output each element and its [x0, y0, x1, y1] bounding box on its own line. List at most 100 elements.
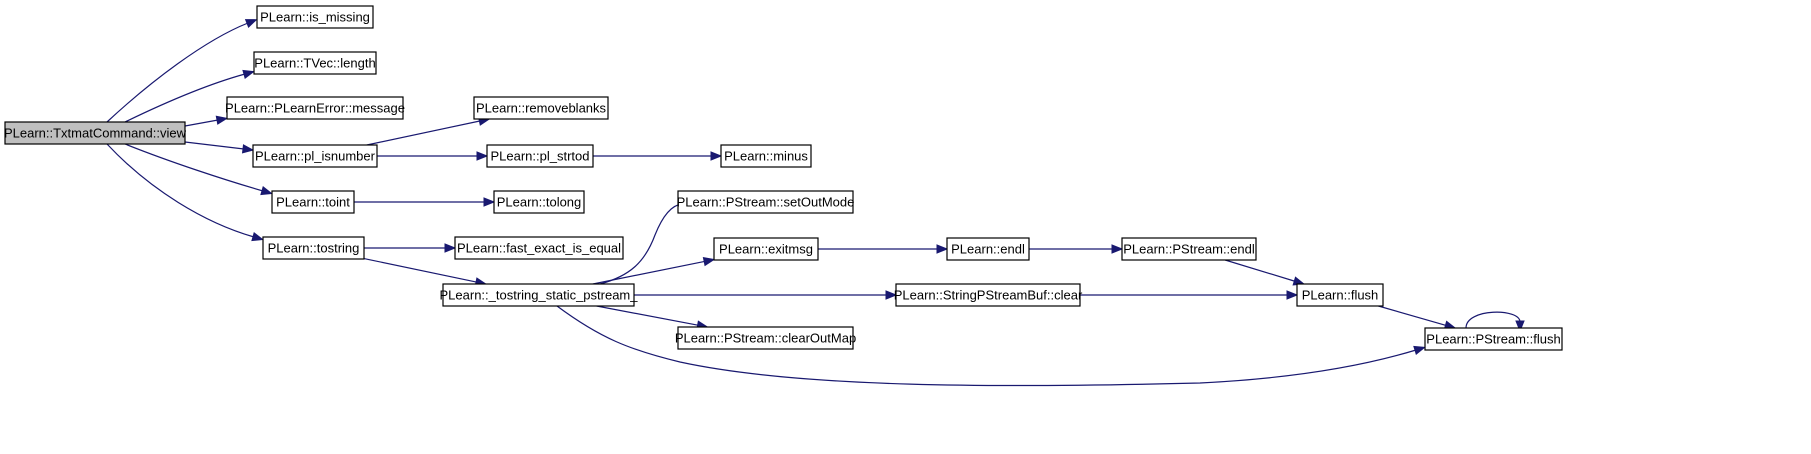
arrowhead-icon	[1111, 244, 1124, 254]
node-message[interactable]: PLearn::PLearnError::message	[225, 96, 405, 120]
node-setoutmode[interactable]: PLearn::PStream::setOutMode	[677, 190, 855, 214]
node-tostring[interactable]: PLearn::tostring	[262, 236, 365, 260]
edge-pstream_flush-to-pstream_flush	[1465, 311, 1525, 333]
node-box	[226, 96, 404, 120]
node-view[interactable]: PLearn::TxtmatCommand::view	[4, 121, 187, 145]
edge-line	[106, 143, 255, 238]
edge-pl_isnumber-to-pl_strtod	[377, 151, 489, 161]
node-label: PLearn::exitmsg	[719, 242, 813, 257]
edge-view-to-toint	[124, 143, 273, 196]
node-pl-isnumber[interactable]: PLearn::pl_isnumber	[252, 144, 378, 168]
edge-line	[106, 22, 249, 123]
node-is-missing[interactable]: PLearn::is_missing	[256, 5, 374, 29]
node-box	[1296, 283, 1384, 307]
edge-line	[366, 120, 481, 146]
edge-line	[1465, 311, 1521, 329]
arrowhead-icon	[1515, 320, 1525, 333]
edge-tostring-to-fast_exact	[364, 243, 457, 253]
arrowhead-icon	[710, 151, 723, 161]
node-label: PLearn::fast_exact_is_equal	[457, 241, 621, 256]
node-box	[454, 236, 624, 260]
node-label: PLearn::PStream::endl	[1123, 242, 1255, 257]
arrowhead-icon	[702, 256, 716, 267]
arrowhead-icon	[242, 69, 255, 79]
node-box	[1121, 237, 1257, 261]
edges-layer	[106, 19, 1525, 387]
arrowhead-icon	[1286, 290, 1299, 300]
node-label: PLearn::tolong	[497, 195, 582, 210]
node-label: PLearn::flush	[1302, 288, 1379, 303]
edge-toint-to-tolong	[354, 197, 496, 207]
node-toint[interactable]: PLearn::toint	[271, 190, 355, 214]
node-box	[720, 144, 812, 168]
node-endl[interactable]: PLearn::endl	[946, 237, 1030, 261]
edge-spsb_clear-to-flush	[1080, 290, 1299, 300]
edge-line	[363, 257, 478, 283]
edge-line	[592, 260, 706, 285]
arrowhead-icon	[444, 243, 457, 253]
arrowhead-icon	[483, 197, 496, 207]
node-pstream-flush[interactable]: PLearn::PStream::flush	[1424, 327, 1563, 351]
arrowhead-icon	[885, 290, 898, 300]
node-label: PLearn::StringPStreamBuf::clear	[894, 288, 1083, 303]
arrowhead-icon	[215, 115, 229, 125]
node-minus[interactable]: PLearn::minus	[720, 144, 812, 168]
node-box	[252, 144, 378, 168]
node-spsb-clear[interactable]: PLearn::StringPStreamBuf::clear	[894, 283, 1083, 307]
edge-line	[1378, 305, 1447, 327]
node-tostring-static[interactable]: PLearn::_tostring_static_pstream_	[440, 283, 639, 307]
edge-view-to-tostring	[106, 143, 264, 242]
node-removeblanks[interactable]: PLearn::removeblanks	[473, 96, 609, 120]
edge-pstream_endl-to-flush	[1224, 259, 1306, 286]
node-box	[946, 237, 1030, 261]
node-box	[713, 237, 819, 261]
node-pstream-endl[interactable]: PLearn::PStream::endl	[1121, 237, 1257, 261]
edge-pl_strtod-to-minus	[593, 151, 723, 161]
arrowhead-icon	[251, 232, 264, 242]
node-clearoutmap[interactable]: PLearn::PStream::clearOutMap	[675, 326, 856, 350]
node-tvec-length[interactable]: PLearn::TVec::length	[253, 51, 377, 75]
node-box	[271, 190, 355, 214]
arrowhead-icon	[936, 244, 949, 254]
edge-view-to-is_missing	[106, 19, 258, 123]
node-box	[256, 5, 374, 29]
node-pl-strtod[interactable]: PLearn::pl_strtod	[486, 144, 594, 168]
arrowhead-icon	[260, 186, 273, 196]
node-box	[677, 190, 854, 214]
edge-flush-to-pstream_flush	[1378, 305, 1457, 330]
arrowhead-icon	[476, 151, 489, 161]
arrowhead-icon	[244, 19, 258, 28]
node-label: PLearn::_tostring_static_pstream_	[440, 288, 639, 303]
edge-tostring_static-to-spsb_clear	[634, 290, 898, 300]
node-box	[473, 96, 609, 120]
node-box	[4, 121, 186, 145]
node-box	[1424, 327, 1563, 351]
node-flush[interactable]: PLearn::flush	[1296, 283, 1384, 307]
node-label: PLearn::tostring	[268, 241, 360, 256]
nodes-layer: PLearn::TxtmatCommand::view PLearn::is_mi…	[4, 5, 1563, 351]
node-box	[253, 51, 377, 75]
node-label: PLearn::pl_strtod	[490, 149, 589, 164]
edge-line	[184, 141, 245, 150]
node-fast-exact[interactable]: PLearn::fast_exact_is_equal	[454, 236, 624, 260]
node-box	[493, 190, 585, 214]
node-box	[262, 236, 365, 260]
node-label: PLearn::PLearnError::message	[225, 101, 405, 116]
node-label: PLearn::PStream::flush	[1426, 332, 1560, 347]
node-label: PLearn::endl	[951, 242, 1025, 257]
edge-endl-to-pstream_endl	[1029, 244, 1124, 254]
node-tolong[interactable]: PLearn::tolong	[493, 190, 585, 214]
edge-tostring_static-to-exitmsg	[592, 256, 716, 285]
edge-tostring_static-to-pstream_flush	[556, 305, 1426, 387]
node-label: PLearn::TxtmatCommand::view	[4, 126, 187, 141]
edge-line	[124, 73, 246, 123]
edge-view-to-message	[184, 115, 229, 127]
node-exitmsg[interactable]: PLearn::exitmsg	[713, 237, 819, 261]
node-box	[677, 326, 854, 350]
edge-view-to-pl_isnumber	[184, 141, 255, 154]
node-label: PLearn::is_missing	[260, 10, 370, 25]
node-label: PLearn::toint	[276, 195, 350, 210]
node-label: PLearn::minus	[724, 149, 808, 164]
edge-line	[556, 305, 1417, 387]
